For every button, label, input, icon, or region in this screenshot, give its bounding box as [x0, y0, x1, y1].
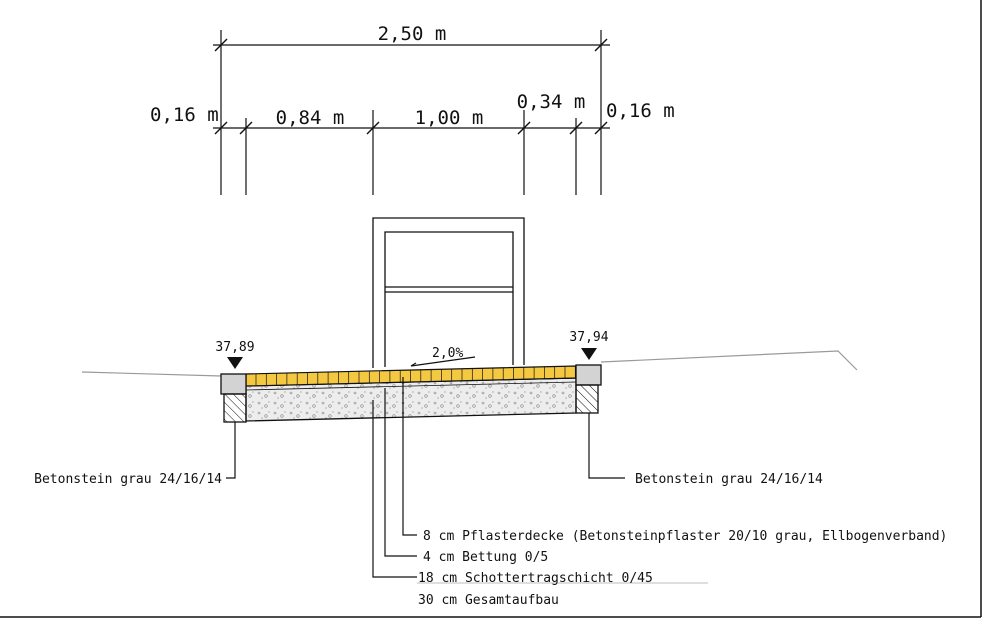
structure-outline	[372, 217, 525, 368]
leader-paving	[402, 377, 417, 536]
elevation-marker-right	[581, 348, 597, 360]
curb-right-top	[575, 364, 602, 386]
bedding-layer-label: 4 cm Bettung 0/5	[423, 550, 548, 565]
tick-seg-1	[214, 121, 228, 135]
curb-left-top	[220, 373, 247, 395]
bedding-layer-bottom	[245, 381, 577, 391]
dimension-chain	[213, 30, 610, 195]
leader-curb-left	[226, 422, 236, 479]
total-build-label: 30 cm Gesamtaufbau	[418, 593, 559, 608]
dim-right-curb-label: 0,16 m	[606, 100, 675, 122]
dim-seg-c-label: 0,34 m	[517, 91, 586, 113]
slope-arrow-head	[410, 362, 417, 367]
leader-bedding	[384, 388, 417, 557]
slope-arrow-line	[410, 356, 476, 367]
leader-base	[372, 400, 417, 578]
paving-layer-label: 8 cm Pflasterdecke (Betonsteinpflaster 2…	[423, 529, 947, 544]
elevation-marker-left	[227, 357, 243, 369]
slope-label: 2,0%	[432, 346, 463, 361]
dim-left-curb-label: 0,16 m	[150, 104, 219, 126]
structure-outer	[372, 217, 525, 368]
curb-left-label: Betonstein grau 24/16/14	[34, 472, 222, 487]
tick-total-right	[594, 38, 608, 52]
leader-curb-right	[588, 413, 625, 479]
ground-line-left	[81, 371, 222, 377]
tick-seg-2	[239, 121, 253, 135]
elevation-left-label: 37,89	[215, 340, 254, 355]
dim-seg-a-label: 0,84 m	[276, 107, 345, 129]
elevation-right-label: 37,94	[569, 330, 608, 345]
leader-lines	[226, 377, 708, 584]
ground-line-right	[600, 350, 858, 371]
curb-right	[575, 364, 602, 414]
curb-right-footing	[575, 384, 599, 414]
dim-total-label: 2,50 m	[378, 23, 447, 45]
curb-left	[220, 373, 247, 423]
tick-seg-6	[594, 121, 608, 135]
base-layer-label: 18 cm Schottertragschicht 0/45	[418, 571, 653, 586]
tick-seg-5	[569, 121, 583, 135]
dim-seg-b-label: 1,00 m	[415, 107, 484, 129]
curb-left-footing	[223, 393, 247, 423]
tick-total-left	[214, 38, 228, 52]
paving-joints	[255, 366, 576, 386]
tick-seg-4	[517, 121, 531, 135]
tick-seg-3	[366, 121, 380, 135]
curb-right-label: Betonstein grau 24/16/14	[635, 472, 823, 487]
structure-inner	[384, 231, 514, 367]
